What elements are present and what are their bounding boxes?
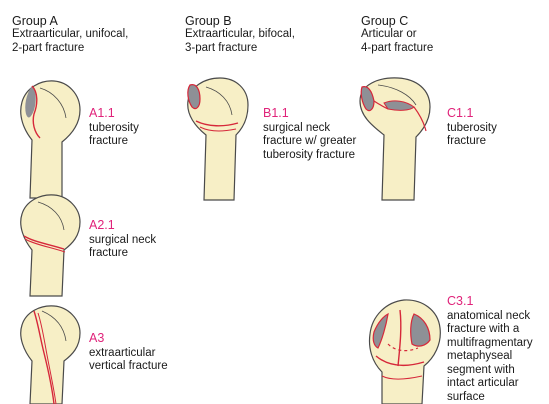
a1-1-code: A1.1: [89, 106, 115, 120]
b1-1-fragment: [187, 84, 201, 110]
group-a-title: Group A: [12, 14, 58, 28]
a1-1-fragment: [25, 86, 36, 118]
a2-1-head-contour: [37, 201, 65, 231]
group-b-title: Group B: [185, 14, 232, 28]
a3-code: A3: [89, 331, 105, 345]
c1-1-fracture-line: [373, 100, 427, 132]
a2-1-label: A2.1 surgical neck fracture: [89, 218, 157, 261]
b1-1-label: B1.1 surgical neck fracture w/ greater t…: [263, 106, 357, 162]
c3-1-bone-shape: [368, 299, 441, 404]
b1-1-humerus-illustration: [187, 77, 249, 201]
c1-1-humerus-illustration: [359, 77, 431, 201]
c3-1-fracture-line-shaft: [381, 375, 423, 380]
c1-1-desc-line-2: fracture: [447, 135, 486, 147]
c3-1-desc-line-7: surface: [447, 390, 485, 403]
c1-1-desc-line-1: tuberosity: [447, 121, 497, 134]
c1-1-fragment-left: [360, 86, 375, 112]
a3-fracture-line: [33, 310, 55, 404]
b1-1-neck-fracture: [195, 120, 239, 127]
a1-1-humerus-illustration: [20, 80, 81, 199]
a3-label: A3 extraarticular vertical fracture: [89, 331, 168, 374]
a2-1-fracture-line-2: [24, 238, 66, 253]
c3-1-humerus-illustration: [368, 299, 441, 404]
c3-1-fracture-line-dashed: [387, 343, 419, 352]
c3-1-fragment-left: [372, 312, 389, 349]
c3-1-desc-line-1: anatomical neck: [447, 309, 531, 322]
c1-1-head-contour: [377, 84, 417, 106]
a1-1-desc-line-1: tuberosity: [89, 121, 139, 134]
c1-1-code: C1.1: [447, 106, 474, 120]
a2-1-desc-line-2: fracture: [89, 247, 128, 259]
b1-1-desc-line-1: surgical neck: [263, 121, 331, 134]
group-b-subtitle-line-2: 3-part fracture: [185, 41, 258, 54]
b1-1-head-contour: [205, 86, 233, 116]
c3-1-desc-line-3: multifragmentary: [447, 336, 533, 349]
a3-desc-line-2: vertical fracture: [89, 360, 168, 372]
c3-1-fragment-right: [410, 313, 431, 347]
a2-1-humerus-illustration: [20, 194, 81, 297]
a3-desc-line-1: extraarticular: [89, 346, 156, 359]
a2-1-desc-line-1: surgical neck: [89, 233, 157, 246]
b1-1-neck-fracture-2: [199, 126, 237, 132]
c1-1-label: C1.1 tuberosity fracture: [447, 106, 497, 149]
a1-1-fracture-line: [31, 85, 41, 139]
group-c-subtitle-line-2: 4-part fracture: [361, 41, 434, 54]
b1-1-code: B1.1: [263, 106, 289, 120]
c3-1-desc-line-5: segment with: [447, 363, 515, 376]
c3-1-code: C3.1: [447, 294, 474, 308]
c3-1-fracture-line-vertical: [397, 309, 402, 367]
group-a-subtitle-line-2: 2-part fracture: [12, 41, 85, 54]
group-b-header: Group B Extraarticular, bifocal, 3-part …: [185, 14, 295, 55]
a2-1-fracture-line: [23, 235, 65, 250]
c3-1-fracture-line-neck: [375, 355, 425, 367]
group-c-header: Group C Articular or 4-part fracture: [361, 14, 433, 55]
c3-1-desc-line-2: fracture with a: [447, 323, 520, 335]
group-a-header: Group A Extraarticular, unifocal, 2-part…: [12, 14, 128, 55]
c3-1-desc-line-4: metaphyseal: [447, 350, 513, 362]
a1-1-label: A1.1 tuberosity fracture: [89, 106, 139, 149]
a3-bone-shape: [20, 305, 81, 404]
a1-1-desc-line-2: fracture: [89, 135, 128, 147]
c3-1-label: C3.1 anatomical neck fracture with a mul…: [447, 294, 533, 404]
b1-1-desc-line-3: tuberosity fracture: [263, 148, 356, 161]
a1-1-head-contour: [39, 87, 67, 119]
group-c-title: Group C: [361, 14, 409, 28]
a2-1-code: A2.1: [89, 218, 115, 232]
group-a-subtitle-line-1: Extraarticular, unifocal,: [12, 28, 129, 40]
a3-head-contour: [41, 310, 67, 342]
a3-fracture-line-2: [37, 312, 57, 404]
group-c-subtitle-line-1: Articular or: [361, 28, 417, 40]
a3-humerus-illustration: [20, 305, 81, 404]
b1-1-bone-shape: [187, 77, 249, 201]
c3-1-desc-line-6: intact articular: [447, 377, 519, 389]
b1-1-desc-line-2: fracture w/ greater: [263, 135, 357, 147]
group-b-subtitle-line-1: Extraarticular, bifocal,: [185, 28, 295, 40]
